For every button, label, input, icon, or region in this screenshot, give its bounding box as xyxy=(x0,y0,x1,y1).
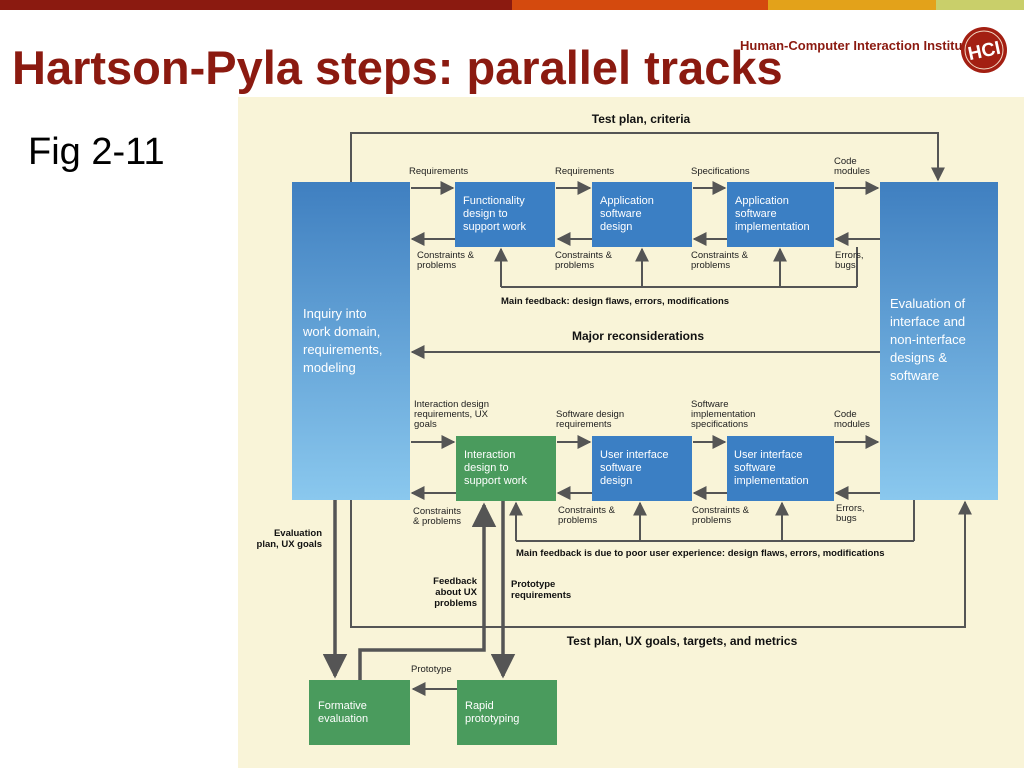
rapid-line-2: prototyping xyxy=(465,713,519,725)
label-major-reconsiderations: Major reconsiderations xyxy=(572,329,704,343)
evaluation-line-3: non-interface xyxy=(890,332,966,347)
application-software-implementation-box xyxy=(727,182,834,247)
evaluation-box xyxy=(880,182,998,500)
institute-name: Human-Computer Interaction Institute xyxy=(740,38,975,53)
label-code-top-1: Code xyxy=(834,156,857,167)
label-prototype: Prototype xyxy=(411,664,452,675)
top-bar-orange xyxy=(512,0,768,10)
top-bar-dark xyxy=(0,0,512,10)
label-code-bottom-2: modules xyxy=(834,419,870,430)
label-cp2-2: problems xyxy=(555,260,594,271)
label-proto-req-1: Prototype xyxy=(511,579,555,590)
label-cp2-1: Constraints & xyxy=(555,250,613,261)
label-requirements-2: Requirements xyxy=(555,166,614,177)
label-cp1-1: Constraints & xyxy=(417,250,475,261)
inquiry-box xyxy=(292,182,410,500)
label-test-plan-bottom: Test plan, UX goals, targets, and metric… xyxy=(567,634,798,648)
top-bar-olive xyxy=(936,0,1024,10)
ui-impl-line-3: implementation xyxy=(734,475,809,487)
functionality-line-2: design to xyxy=(463,208,508,220)
label-cp6-1: Constraints & xyxy=(692,505,750,516)
app-impl-line-1: Application xyxy=(735,195,789,207)
application-software-design-box xyxy=(592,182,692,247)
functionality-line-1: Functionality xyxy=(463,195,525,207)
formative-line-1: Formative xyxy=(318,700,367,712)
app-impl-line-2: software xyxy=(735,208,777,220)
label-cp1-2: problems xyxy=(417,260,456,271)
label-cp5-2: problems xyxy=(558,515,597,526)
inquiry-line-3: requirements, xyxy=(303,342,382,357)
label-cp4-1: Constraints xyxy=(413,506,461,517)
ui-design-line-2: software xyxy=(600,462,642,474)
interaction-line-1: Interaction xyxy=(464,449,515,461)
interaction-line-3: support work xyxy=(464,475,527,487)
label-code-bottom-1: Code xyxy=(834,409,857,420)
label-ixd-req-2: requirements, UX xyxy=(414,409,489,420)
inquiry-line-1: Inquiry into xyxy=(303,306,367,321)
label-cp5-1: Constraints & xyxy=(558,505,616,516)
evaluation-line-2: interface and xyxy=(890,314,965,329)
functionality-line-3: support work xyxy=(463,221,526,233)
evaluation-line-4: designs & xyxy=(890,350,947,365)
app-design-line-3: design xyxy=(600,221,632,233)
ux-feedback-arrow xyxy=(358,502,497,680)
functionality-design-box xyxy=(455,182,555,247)
label-ixd-req-1: Interaction design xyxy=(414,399,489,410)
figure-caption: Fig 2-11 xyxy=(28,131,165,173)
top-bar-gold xyxy=(768,0,936,10)
label-main-feedback-top: Main feedback: design flaws, errors, mod… xyxy=(501,296,729,307)
label-eval-plan-1: Evaluation xyxy=(274,528,322,539)
label-errors-bottom-2: bugs xyxy=(836,513,857,524)
label-feedback-ux-2: about UX xyxy=(435,587,477,598)
label-cp3-1: Constraints & xyxy=(691,250,749,261)
ui-software-implementation-box xyxy=(727,436,834,501)
slide-title: Hartson-Pyla steps: parallel tracks xyxy=(12,41,783,94)
label-main-feedback-bottom: Main feedback is due to poor user experi… xyxy=(516,548,885,559)
label-requirements-1: Requirements xyxy=(409,166,468,177)
ui-design-line-3: design xyxy=(600,475,632,487)
label-feedback-ux-1: Feedback xyxy=(433,576,478,587)
app-design-line-1: Application xyxy=(600,195,654,207)
evaluation-line-1: Evaluation of xyxy=(890,296,966,311)
label-errors-top-1: Errors, xyxy=(835,250,864,261)
interaction-design-box xyxy=(456,436,556,501)
label-cp3-2: problems xyxy=(691,260,730,271)
parallel-tracks-diagram: Inquiry into work domain, requirements, … xyxy=(238,97,1024,768)
test-plan-bottom-arrow xyxy=(350,500,972,628)
evaluation-line-5: software xyxy=(890,368,939,383)
ui-design-line-1: User interface xyxy=(600,449,668,461)
hci-logo-icon: HCI xyxy=(961,27,1007,73)
label-sw-impl-specs-2: implementation xyxy=(691,409,755,420)
ui-software-design-box xyxy=(592,436,692,501)
label-proto-req-2: requirements xyxy=(511,590,571,601)
formative-evaluation-box xyxy=(309,680,410,745)
label-feedback-ux-3: problems xyxy=(434,598,477,609)
rapid-prototyping-box xyxy=(457,680,557,745)
app-design-line-2: software xyxy=(600,208,642,220)
ui-impl-line-1: User interface xyxy=(734,449,802,461)
label-sw-design-req-1: Software design xyxy=(556,409,624,420)
formative-line-2: evaluation xyxy=(318,713,368,725)
label-ixd-req-3: goals xyxy=(414,419,437,430)
ui-impl-line-2: software xyxy=(734,462,776,474)
label-errors-bottom-1: Errors, xyxy=(836,503,865,514)
label-cp4-2: & problems xyxy=(413,516,461,527)
label-errors-top-2: bugs xyxy=(835,260,856,271)
label-sw-impl-specs-1: Software xyxy=(691,399,729,410)
label-cp6-2: problems xyxy=(692,515,731,526)
app-impl-line-3: implementation xyxy=(735,221,810,233)
interaction-line-2: design to xyxy=(464,462,509,474)
label-code-top-2: modules xyxy=(834,166,870,177)
label-test-plan-top: Test plan, criteria xyxy=(592,112,691,126)
test-plan-top-arrow xyxy=(350,132,945,182)
rapid-line-1: Rapid xyxy=(465,700,494,712)
label-sw-design-req-2: requirements xyxy=(556,419,612,430)
label-specifications: Specifications xyxy=(691,166,750,177)
inquiry-line-2: work domain, xyxy=(302,324,380,339)
label-eval-plan-2: plan, UX goals xyxy=(257,539,322,550)
inquiry-line-4: modeling xyxy=(303,360,356,375)
label-sw-impl-specs-3: specifications xyxy=(691,419,748,430)
